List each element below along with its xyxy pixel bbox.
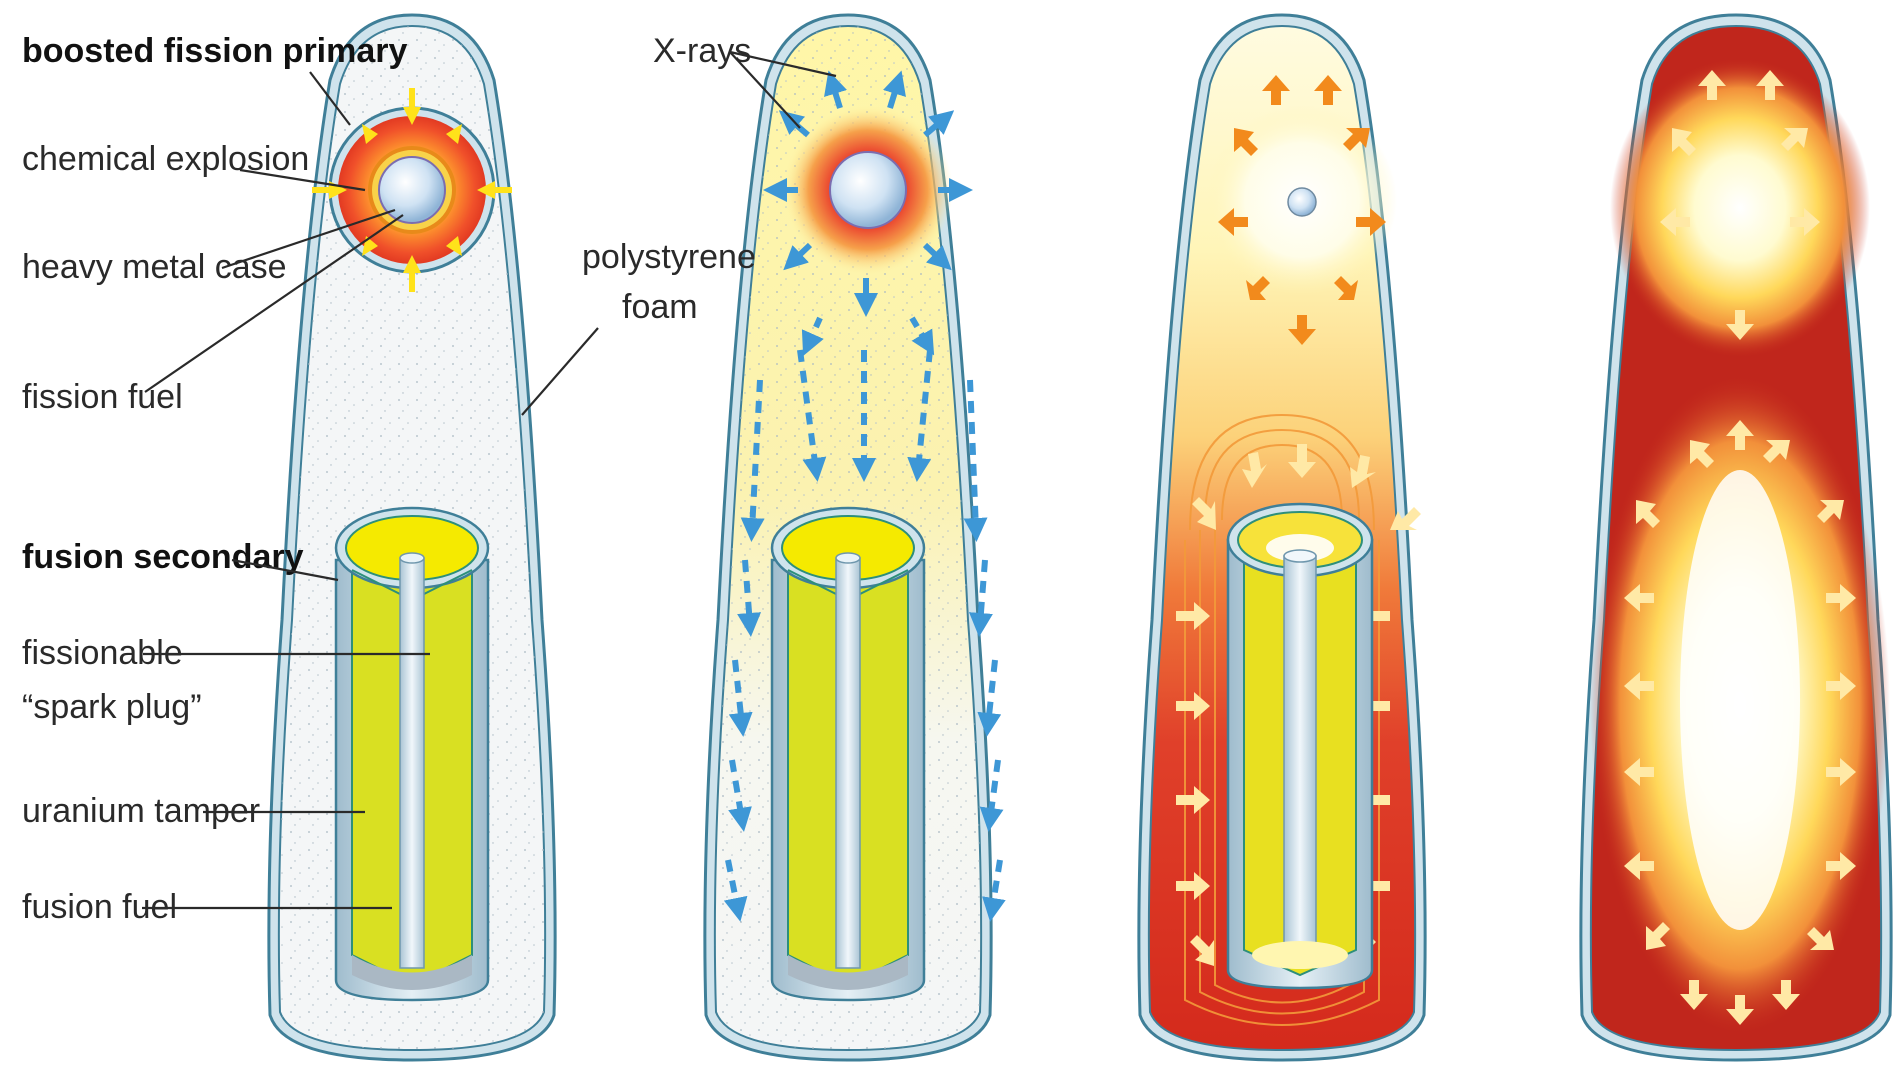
compressed-secondary-3 [1228, 504, 1372, 988]
label-x-rays: X-rays [653, 32, 751, 70]
fission-fuel-remnant-3 [1288, 188, 1316, 216]
arrow-xray-icon [988, 660, 995, 725]
panel-stage-2 [705, 15, 1000, 1060]
label-chemical-explosion: chemical explosion [22, 140, 309, 178]
spark-plug-2 [836, 558, 860, 968]
panel-stage-1 [269, 15, 555, 1060]
panel-stage-3 [1139, 15, 1425, 1060]
label-foam: foam [622, 288, 698, 326]
label-spark-plug: “spark plug” [22, 688, 202, 726]
fusion-secondary-1 [336, 508, 488, 1000]
panel-stage-4 [1581, 15, 1891, 1060]
label-polystyrene: polystyrene [582, 238, 756, 276]
label-fusion-secondary: fusion secondary [22, 538, 304, 576]
spark-plug-1 [400, 558, 424, 968]
fusion-secondary-2 [772, 508, 924, 1000]
leader-polystyrene-foam [522, 328, 598, 415]
arrow-xray-icon [992, 860, 1000, 910]
label-heavy-metal-case: heavy metal case [22, 248, 287, 286]
label-boosted-fission-primary: boosted fission primary [22, 32, 407, 70]
fission-fuel-core-2 [830, 152, 906, 228]
arrow-xray-icon [990, 760, 998, 820]
arrow-xray-icon [980, 560, 985, 625]
spark-plug-3 [1284, 556, 1316, 956]
